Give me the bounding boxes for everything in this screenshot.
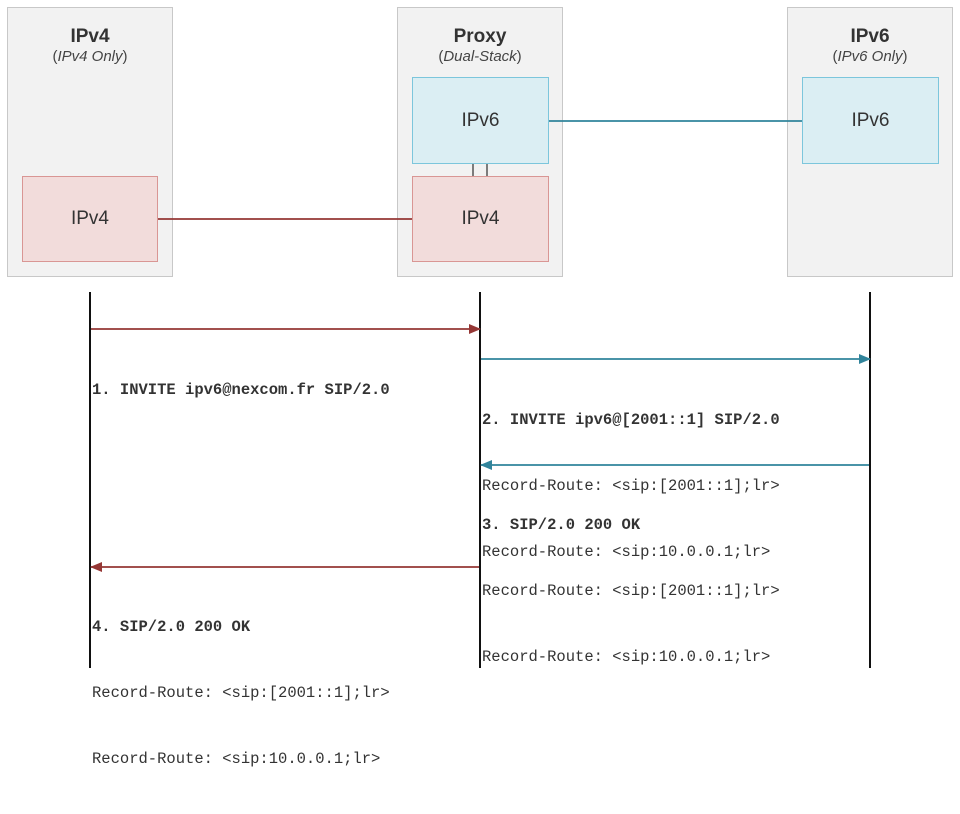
message-3-line-1: Record-Route: <sip:[2001::1];lr>	[482, 582, 780, 600]
ipv4-panel-title: IPv4	[70, 26, 110, 47]
message-1-head: 1. INVITE ipv6@nexcom.fr SIP/2.0	[92, 381, 390, 399]
message-4-line-2: Record-Route: <sip:10.0.0.1;lr>	[92, 750, 381, 768]
message-3-line-2: Record-Route: <sip:10.0.0.1;lr>	[482, 648, 771, 666]
ipv4-client-node: IPv4	[22, 176, 158, 262]
message-2-label: 2. INVITE ipv6@[2001::1] SIP/2.0 Record-…	[482, 365, 780, 607]
ipv6-panel-subtitle: (IPv6 Only)	[832, 48, 908, 65]
ipv6-panel-title: IPv6	[850, 26, 890, 47]
proxy-panel-title: Proxy	[453, 26, 507, 47]
message-4-label: 4. SIP/2.0 200 OK Record-Route: <sip:[20…	[92, 572, 390, 814]
proxy-ipv6-node: IPv6	[412, 77, 549, 164]
message-3-label: 3. SIP/2.0 200 OK Record-Route: <sip:[20…	[482, 470, 780, 712]
ipv4-panel-subtitle: (IPv4 Only)	[52, 48, 128, 65]
message-1-label: 1. INVITE ipv6@nexcom.fr SIP/2.0	[92, 335, 390, 445]
message-2-head: 2. INVITE ipv6@[2001::1] SIP/2.0	[482, 411, 780, 429]
message-2-line-1: Record-Route: <sip:[2001::1];lr>	[482, 477, 780, 495]
message-4-head: 4. SIP/2.0 200 OK	[92, 618, 251, 636]
message-2-line-2: Record-Route: <sip:10.0.0.1;lr>	[482, 543, 771, 561]
sip-dual-stack-diagram: IPv4 (IPv4 Only) Proxy (Dual-Stack) IPv6…	[7, 7, 953, 768]
proxy-ipv4-node: IPv4	[412, 176, 549, 262]
message-3-head: 3. SIP/2.0 200 OK	[482, 516, 641, 534]
proxy-panel-subtitle: (Dual-Stack)	[438, 48, 522, 65]
diagram-lines	[89, 120, 871, 668]
message-4-line-1: Record-Route: <sip:[2001::1];lr>	[92, 684, 390, 702]
ipv6-server-node: IPv6	[802, 77, 939, 164]
